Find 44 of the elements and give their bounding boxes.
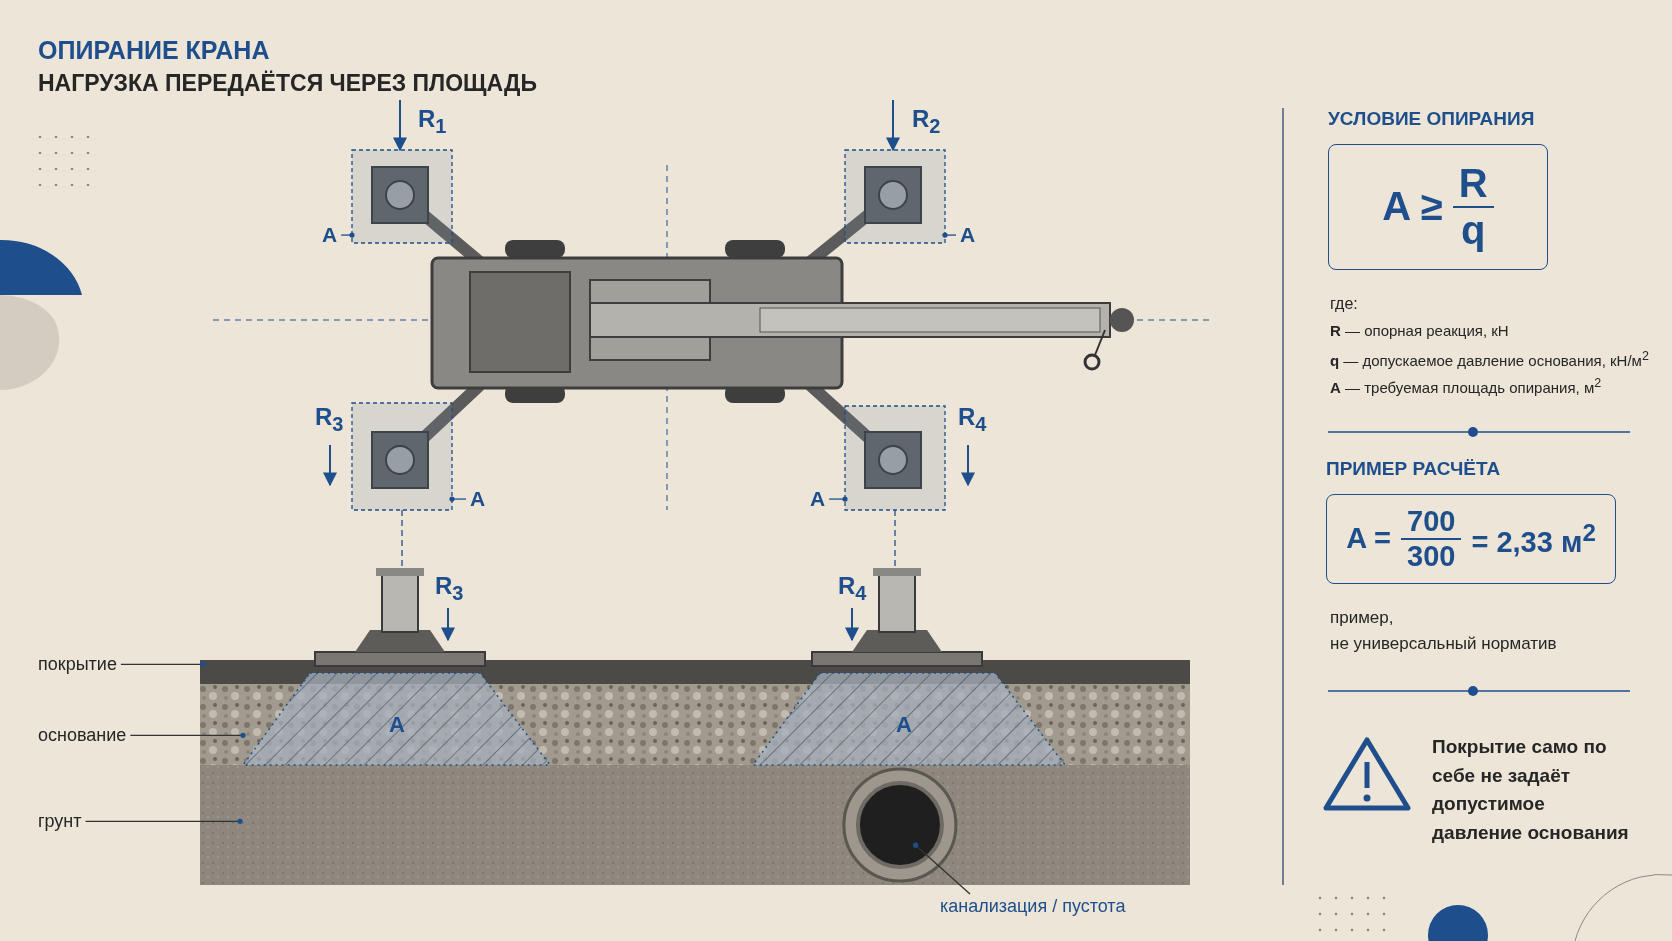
force-label: R$_{4}$ [958, 403, 987, 436]
leader-line [942, 232, 957, 238]
leader-line [129, 732, 246, 738]
note-text: где: [1330, 295, 1358, 314]
note-text: пример, [1330, 608, 1394, 628]
note-text: не универсальный норматив [1330, 634, 1557, 654]
definition-text: q — допускаемое давление основания, кН/м$^{2}$ [1330, 349, 1649, 370]
area-label: A [896, 712, 912, 738]
force-label: R$_{3}$ [435, 572, 464, 605]
force-label: R$_{1}$ [418, 105, 447, 138]
area-label: A [322, 223, 338, 248]
layer-label: основание [38, 725, 127, 746]
title: ОПИРАНИЕ КРАНА [38, 36, 270, 65]
bearing-area-outline [351, 149, 453, 244]
area-label: A [389, 712, 405, 738]
leader-line [120, 661, 206, 667]
leader-line [449, 496, 467, 502]
force-label: R$_{3}$ [315, 403, 344, 436]
soil-layer [200, 765, 1190, 885]
leader-line [828, 496, 848, 502]
warning-text: Покрытие само по себе не задаёт допустимое давление основания [1432, 735, 1630, 845]
outrigger-jack-drawing [314, 568, 486, 667]
area-label: A [810, 487, 826, 512]
projection-line [894, 509, 896, 569]
projection-line [401, 509, 403, 569]
bearing-area-outline [351, 402, 453, 511]
box-heading: УСЛОВИЕ ОПИРАНИЯ [1328, 108, 1536, 130]
box-heading: ПРИМЕР РАСЧЁТА [1326, 458, 1502, 480]
leader-line [340, 232, 355, 238]
definition-text: A — требуемая площадь опирания, м$^{2}$ [1330, 376, 1602, 397]
pipe-drawing [842, 767, 958, 883]
bearing-area-outline [844, 405, 946, 511]
force-label: R$_{2}$ [912, 105, 941, 138]
leader-line [84, 818, 243, 824]
layer-label: покрытие [38, 654, 117, 675]
layer-label: канализация / пустота [940, 896, 1126, 917]
outrigger-jack-drawing [811, 568, 983, 667]
area-label: A [470, 487, 486, 512]
force-label: R$_{4}$ [838, 572, 867, 605]
definition-text: R — опорная реакция, кН [1330, 322, 1509, 340]
area-label: A [960, 223, 976, 248]
subtitle: НАГРУЗКА ПЕРЕДАЁТСЯ ЧЕРЕЗ ПЛОЩАДЬ [38, 70, 537, 97]
layer-label: грунт [38, 811, 82, 832]
bearing-area-outline [844, 149, 946, 244]
